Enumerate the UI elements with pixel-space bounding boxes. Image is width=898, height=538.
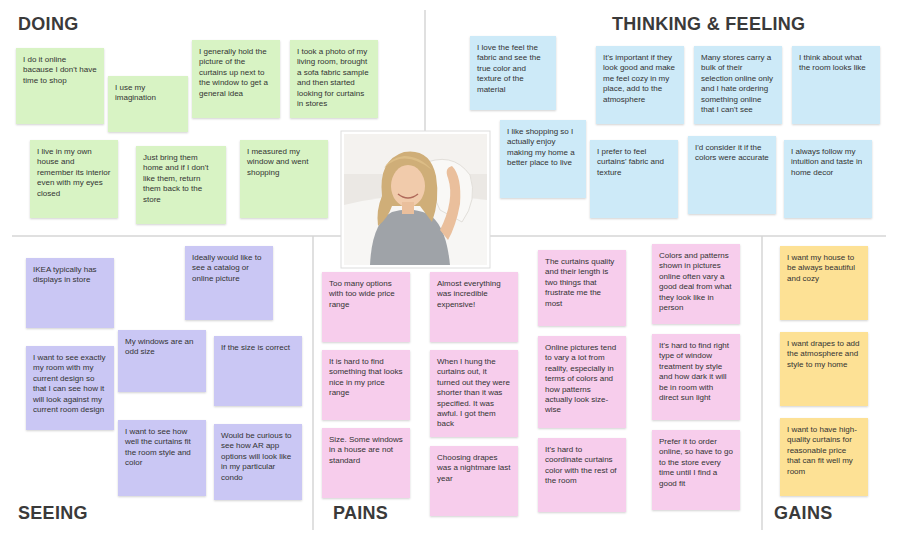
sticky-note: I always follow my intuition and taste i… [784, 140, 872, 218]
section-title: GAINS [774, 503, 833, 524]
note-text: I took a photo of my living room, brough… [297, 47, 371, 109]
photo-smile [398, 194, 418, 198]
note-text: I'd consider it if the colors were accur… [695, 143, 769, 164]
note-text: Size. Some windows in a house are not st… [329, 435, 403, 466]
note-text: Ideally would like to see a catalog or o… [192, 253, 266, 284]
sticky-note: I want to see how well the curtains fit … [118, 420, 206, 496]
sticky-note: Too many options with too wide price ran… [322, 272, 410, 342]
sticky-note: I love the feel the fabric and see the t… [470, 36, 556, 110]
sticky-note: Prefer it to order online, so have to go… [652, 430, 740, 510]
note-text: I want to see how well the curtains fit … [125, 427, 199, 469]
sticky-note: I like shopping so I actually enjoy maki… [500, 120, 586, 198]
sticky-note: Would be curious to see how AR app optio… [214, 424, 302, 500]
sticky-note: Choosing drapes was a nightmare last yea… [430, 446, 518, 516]
sticky-note: I'd consider it if the colors were accur… [688, 136, 776, 214]
note-text: I live in my own house and remember its … [37, 147, 111, 199]
note-text: I want to see exactly my room with my cu… [33, 353, 107, 415]
note-text: I always follow my intuition and taste i… [791, 147, 865, 178]
note-text: I prefer to feel curtains' fabric and te… [597, 147, 671, 178]
photo-face [391, 165, 425, 207]
divider-line [312, 236, 314, 530]
note-text: I do it online bacause I don't have time… [23, 55, 97, 86]
photo-frame [341, 131, 490, 268]
sticky-note: My windows are an odd size [118, 330, 206, 392]
note-text: Just bring them home and if I don't like… [143, 153, 219, 205]
quadrant-lines [12, 10, 886, 530]
sticky-note: Just bring them home and if I don't like… [136, 146, 226, 224]
sticky-note: I use my imagination [108, 76, 188, 132]
photo-hair-light [384, 156, 432, 170]
sticky-note: I generally hold the picture of the curt… [192, 40, 280, 118]
photo-ground [344, 134, 487, 265]
sticky-note: If the size is correct [214, 336, 302, 406]
note-text: It is hard to find something that looks … [329, 357, 403, 399]
sticky-note: I measured my window and went shopping [240, 140, 328, 218]
sticky-note: It's hard to coordinate curtains color w… [538, 438, 626, 512]
note-text: I generally hold the picture of the curt… [199, 47, 273, 99]
note-text: I want drapes to add the atmosphere and … [787, 339, 861, 370]
sticky-note: The curtains quality and their length is… [538, 250, 626, 326]
sticky-note: It's important if they look good and mak… [596, 46, 684, 124]
sticky-note: I think about what the room looks like [792, 46, 880, 124]
section-title: PAINS [333, 503, 388, 524]
note-text: Many stores carry a bulk of their select… [701, 53, 775, 115]
photo-hair [378, 152, 438, 227]
photo-neck [402, 202, 414, 214]
note-text: I use my imagination [115, 83, 181, 104]
note-text: I measured my window and went shopping [247, 147, 321, 178]
note-text: It's hard to coordinate curtains color w… [545, 445, 619, 487]
section-title: DOING [18, 14, 79, 35]
sticky-note: I want my house to be always beautiful a… [780, 246, 868, 320]
sticky-note: Online pictures tend to vary a lot from … [538, 336, 626, 428]
sticky-note: IKEA typically has displays in store [26, 258, 114, 328]
persona-photo [341, 131, 490, 268]
sticky-note: Many stores carry a bulk of their select… [694, 46, 782, 124]
sticky-note: When I hung the curtains out, it turned … [430, 350, 518, 437]
note-text: I want my house to be always beautiful a… [787, 253, 861, 284]
sticky-note: Size. Some windows in a house are not st… [322, 428, 410, 498]
photo-arm [440, 166, 460, 240]
sticky-note: I took a photo of my living room, brough… [290, 40, 378, 118]
note-text: I love the feel the fabric and see the t… [477, 43, 549, 95]
sticky-note: I live in my own house and remember its … [30, 140, 118, 218]
sticky-note: It is hard to find something that looks … [322, 350, 410, 420]
note-text: I like shopping so I actually enjoy maki… [507, 127, 579, 169]
sticky-note: Ideally would like to see a catalog or o… [185, 246, 273, 320]
note-text: I want to have high-quality curtains for… [787, 425, 861, 477]
sticky-note: Almost everything was incredible expensi… [430, 272, 518, 342]
note-text: It's hard to find right type of window t… [659, 341, 733, 403]
note-text: Almost everything was incredible expensi… [437, 279, 511, 310]
note-text: The curtains quality and their length is… [545, 257, 619, 309]
sticky-note: Colors and patterns shown in pictures on… [652, 244, 740, 324]
section-title: SEEING [18, 503, 88, 524]
note-text: Colors and patterns shown in pictures on… [659, 251, 733, 313]
note-text: Choosing drapes was a nightmare last yea… [437, 453, 511, 484]
note-text: Would be curious to see how AR app optio… [221, 431, 295, 483]
note-text: Online pictures tend to vary a lot from … [545, 343, 619, 416]
section-title: THINKING & FEELING [612, 14, 805, 35]
note-text: If the size is correct [221, 343, 295, 353]
divider-line [761, 236, 763, 530]
sticky-note: I want drapes to add the atmosphere and … [780, 332, 868, 406]
sticky-note: I do it online bacause I don't have time… [16, 48, 104, 124]
sticky-note: It's hard to find right type of window t… [652, 334, 740, 420]
sticky-note: I want to see exactly my room with my cu… [26, 346, 114, 430]
note-text: Prefer it to order online, so have to go… [659, 437, 733, 489]
sticky-note: I want to have high-quality curtains for… [780, 418, 868, 496]
sticky-note: I prefer to feel curtains' fabric and te… [590, 140, 678, 218]
note-text: When I hung the curtains out, it turned … [437, 357, 511, 430]
note-text: It's important if they look good and mak… [603, 53, 677, 105]
note-text: I think about what the room looks like [799, 53, 873, 74]
note-text: My windows are an odd size [125, 337, 199, 358]
note-text: Too many options with too wide price ran… [329, 279, 403, 310]
note-text: IKEA typically has displays in store [33, 265, 107, 286]
